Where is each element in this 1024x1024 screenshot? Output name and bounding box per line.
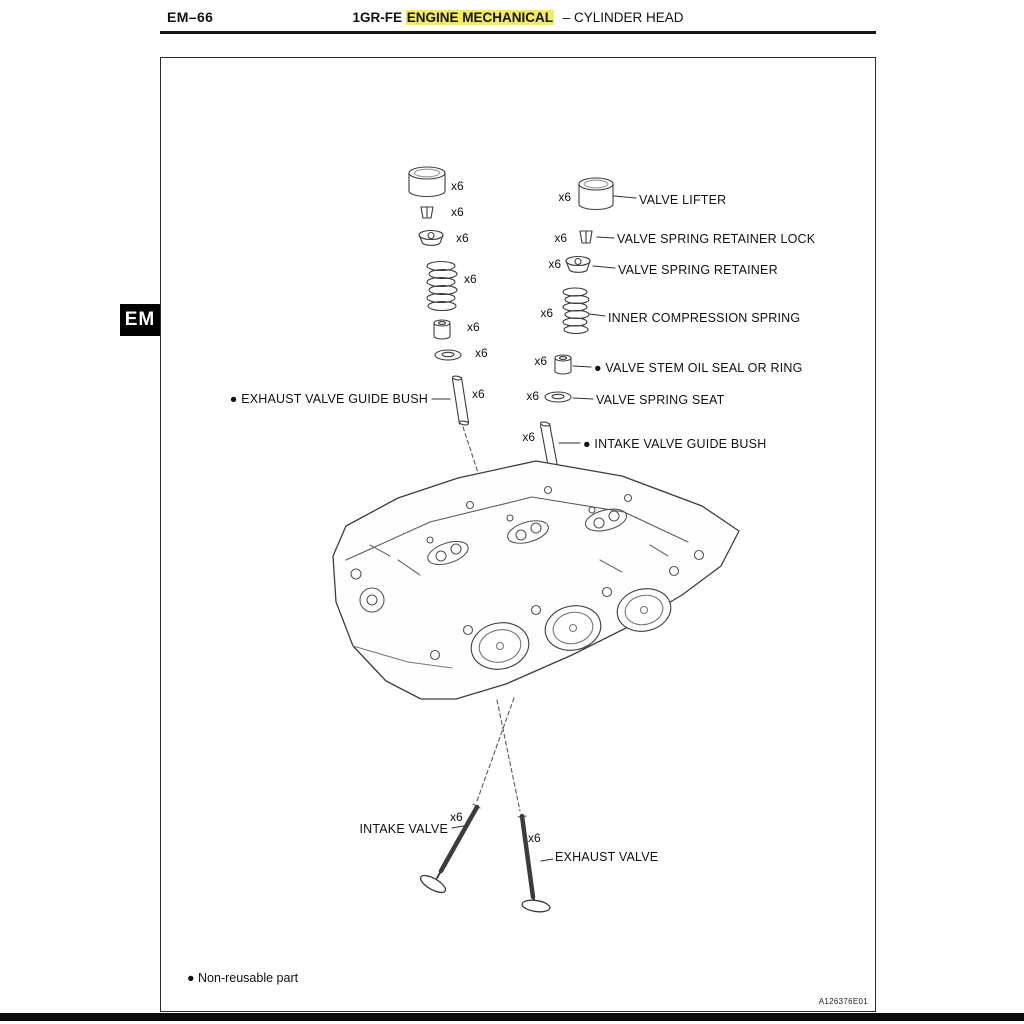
qty-callout-lifter-int: x6 [558, 190, 571, 204]
part-label-valve-spring-retainer: VALVE SPRING RETAINER [618, 263, 778, 277]
qty-callout-lock-exh: x6 [451, 205, 464, 219]
page-bottom-edge [0, 1013, 1024, 1021]
figure-frame [160, 57, 876, 1012]
part-label-intake-valve: INTAKE VALVE [359, 822, 448, 836]
part-label-valve-spring-seat: VALVE SPRING SEAT [596, 393, 725, 407]
part-label-valve-lifter: VALVE LIFTER [639, 193, 727, 207]
figure-id: A126376E01 [818, 997, 868, 1006]
title-highlight: ENGINE MECHANICAL [405, 10, 554, 25]
part-label-exhaust-valve-guide-bush: ● EXHAUST VALVE GUIDE BUSH [229, 392, 428, 406]
part-label-valve-stem-oil-seal: ● VALVE STEM OIL SEAL OR RING [594, 361, 803, 375]
non-reusable-legend: ● Non-reusable part [187, 971, 299, 985]
part-label-inner-compression-spring: INNER COMPRESSION SPRING [608, 311, 801, 325]
qty-callout-spring-seat: x6 [526, 389, 539, 403]
page-number: EM–66 [167, 9, 214, 25]
title-prefix: 1GR-FE [352, 10, 402, 25]
part-label-valve-spring-retainer-lock: VALVE SPRING RETAINER LOCK [617, 232, 816, 246]
qty-callout-bush-exh: x6 [472, 387, 485, 401]
title-section: – CYLINDER HEAD [562, 10, 684, 25]
qty-callout-retainer-exh: x6 [456, 231, 469, 245]
qty-callout-stem-oil-seal: x6 [534, 354, 547, 368]
part-label-exhaust-valve: EXHAUST VALVE [555, 850, 659, 864]
qty-callout-lock-int: x6 [554, 231, 567, 245]
qty-callout-spring-exh: x6 [464, 272, 477, 286]
qty-callout-lifter-exh: x6 [451, 179, 464, 193]
page-title: 1GR-FE ENGINE MECHANICAL – CYLINDER HEAD [160, 10, 876, 25]
qty-callout-intake-valve: x6 [450, 810, 463, 824]
qty-callout-retainer-int: x6 [548, 257, 561, 271]
header-rule [160, 31, 876, 34]
qty-callout-seal-exh: x6 [467, 320, 480, 334]
section-tab-em: EM [120, 304, 160, 336]
part-label-intake-valve-guide-bush: ● INTAKE VALVE GUIDE BUSH [583, 437, 767, 451]
qty-callout-exhaust-valve: x6 [528, 831, 541, 845]
qty-callout-intake-guide-bush: x6 [522, 430, 535, 444]
qty-callout-inner-spring: x6 [540, 306, 553, 320]
qty-callout-seat-exh: x6 [475, 346, 488, 360]
